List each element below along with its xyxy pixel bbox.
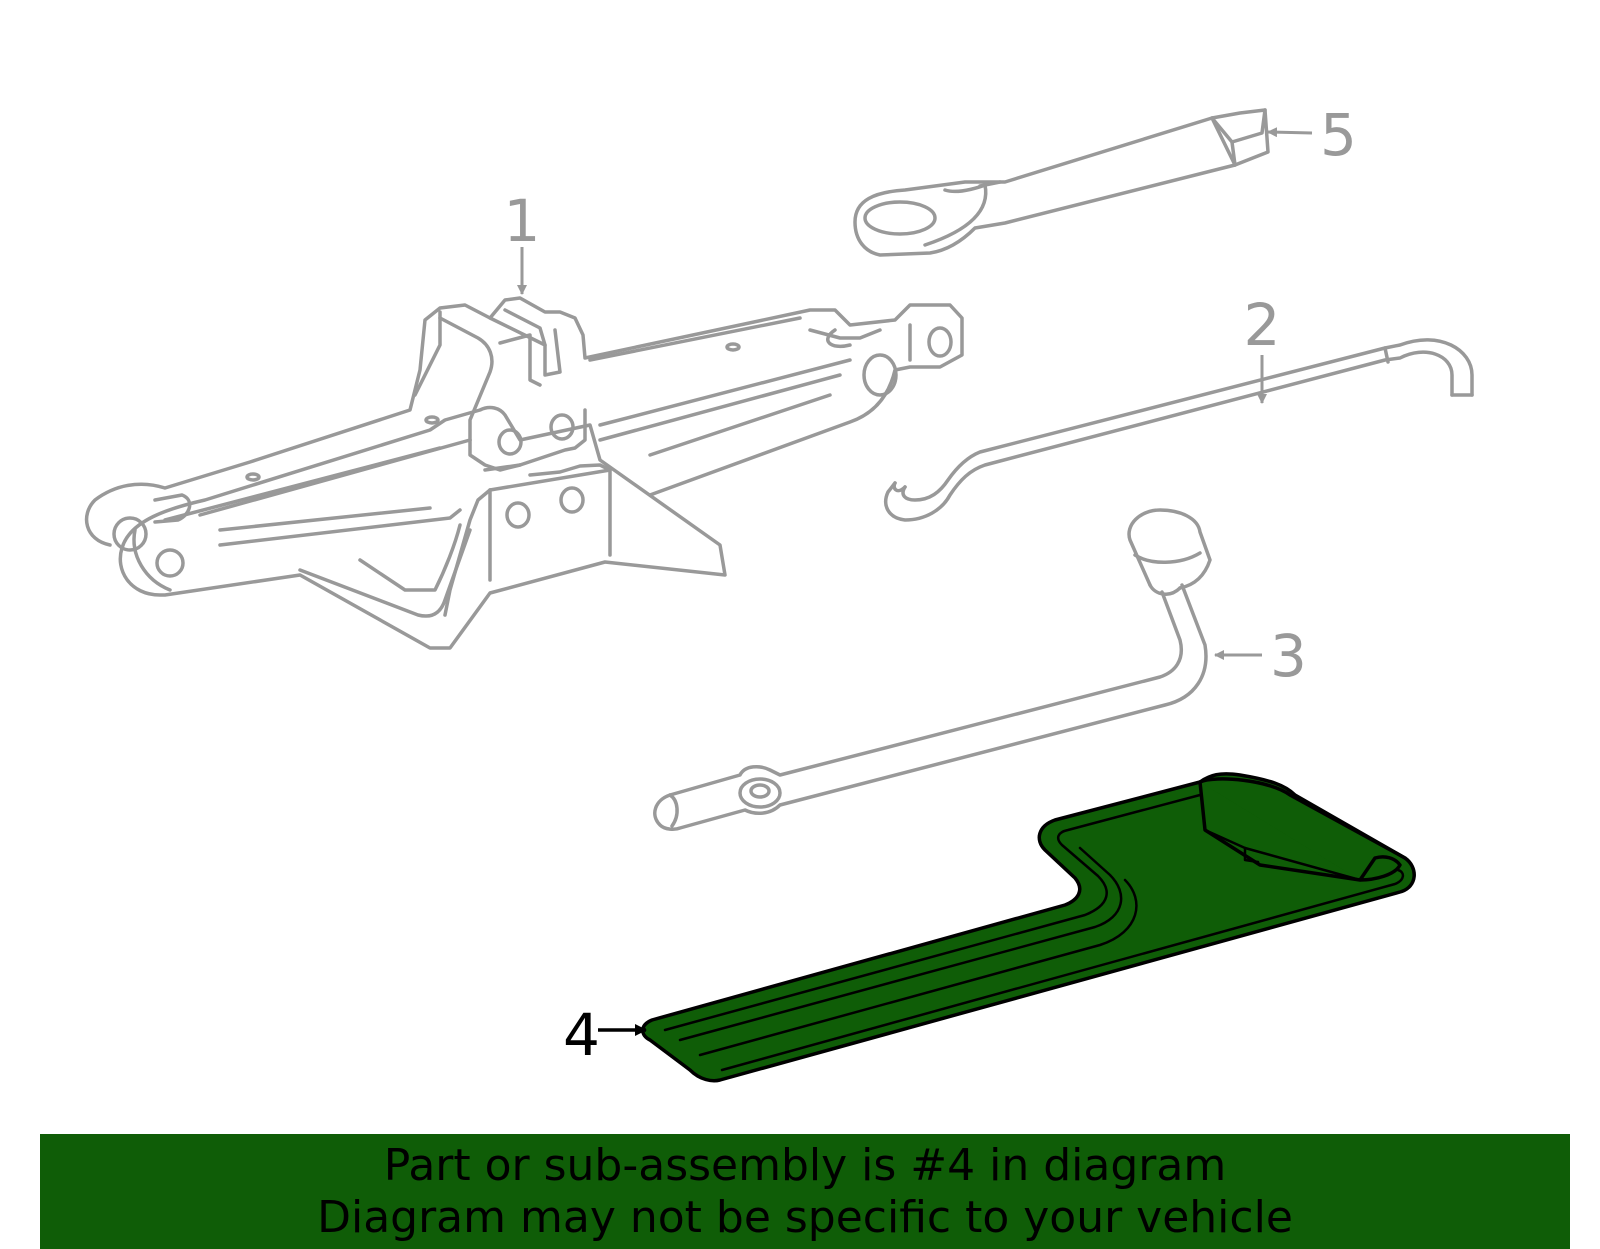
banner-line-disclaimer: Diagram may not be specific to your vehi… [317,1191,1293,1243]
callout-number-3: 3 [1270,622,1307,690]
banner-line-part-note: Part or sub-assembly is #4 in diagram [383,1139,1227,1191]
callout-number-1: 1 [504,187,541,255]
callout-4: 4 [563,1001,647,1069]
leader-arrow-5 [1267,127,1313,138]
callout-number-4: 4 [563,1001,600,1069]
callout-number-5: 5 [1320,101,1357,169]
lug-wrench-part [653,508,1212,831]
callout-5: 5 [1267,101,1357,169]
callout-2: 2 [1244,291,1281,404]
callout-1: 1 [504,187,541,295]
callout-3: 3 [1214,622,1307,690]
jack-handle-rod-part [883,338,1474,522]
jack-part [84,296,964,650]
callout-number-2: 2 [1244,291,1281,359]
tool-tray-part [641,772,1416,1083]
handle-extension-part [853,108,1270,257]
info-banner: Part or sub-assembly is #4 in diagram Di… [40,1134,1570,1249]
